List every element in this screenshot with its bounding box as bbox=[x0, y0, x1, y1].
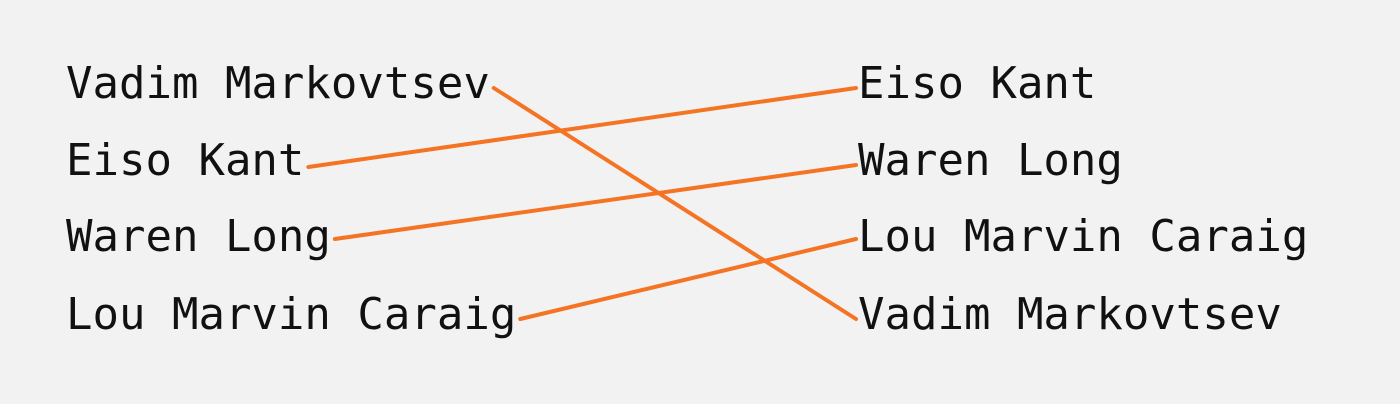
left-name-2: Eiso Kant bbox=[66, 135, 305, 186]
connector-line-1 bbox=[491, 86, 858, 321]
left-name-1: Vadim Markovtsev bbox=[66, 58, 490, 109]
left-name-3: Waren Long bbox=[66, 211, 331, 262]
right-name-3: Lou Marvin Caraig bbox=[858, 211, 1309, 262]
left-name-4: Lou Marvin Caraig bbox=[66, 289, 517, 340]
right-name-4: Vadim Markovtsev bbox=[858, 289, 1282, 340]
right-name-2: Waren Long bbox=[858, 135, 1123, 186]
right-name-1: Eiso Kant bbox=[858, 58, 1097, 109]
connector-line-4 bbox=[518, 237, 858, 321]
connector-line-2 bbox=[306, 86, 858, 169]
connector-line-3 bbox=[332, 163, 858, 241]
